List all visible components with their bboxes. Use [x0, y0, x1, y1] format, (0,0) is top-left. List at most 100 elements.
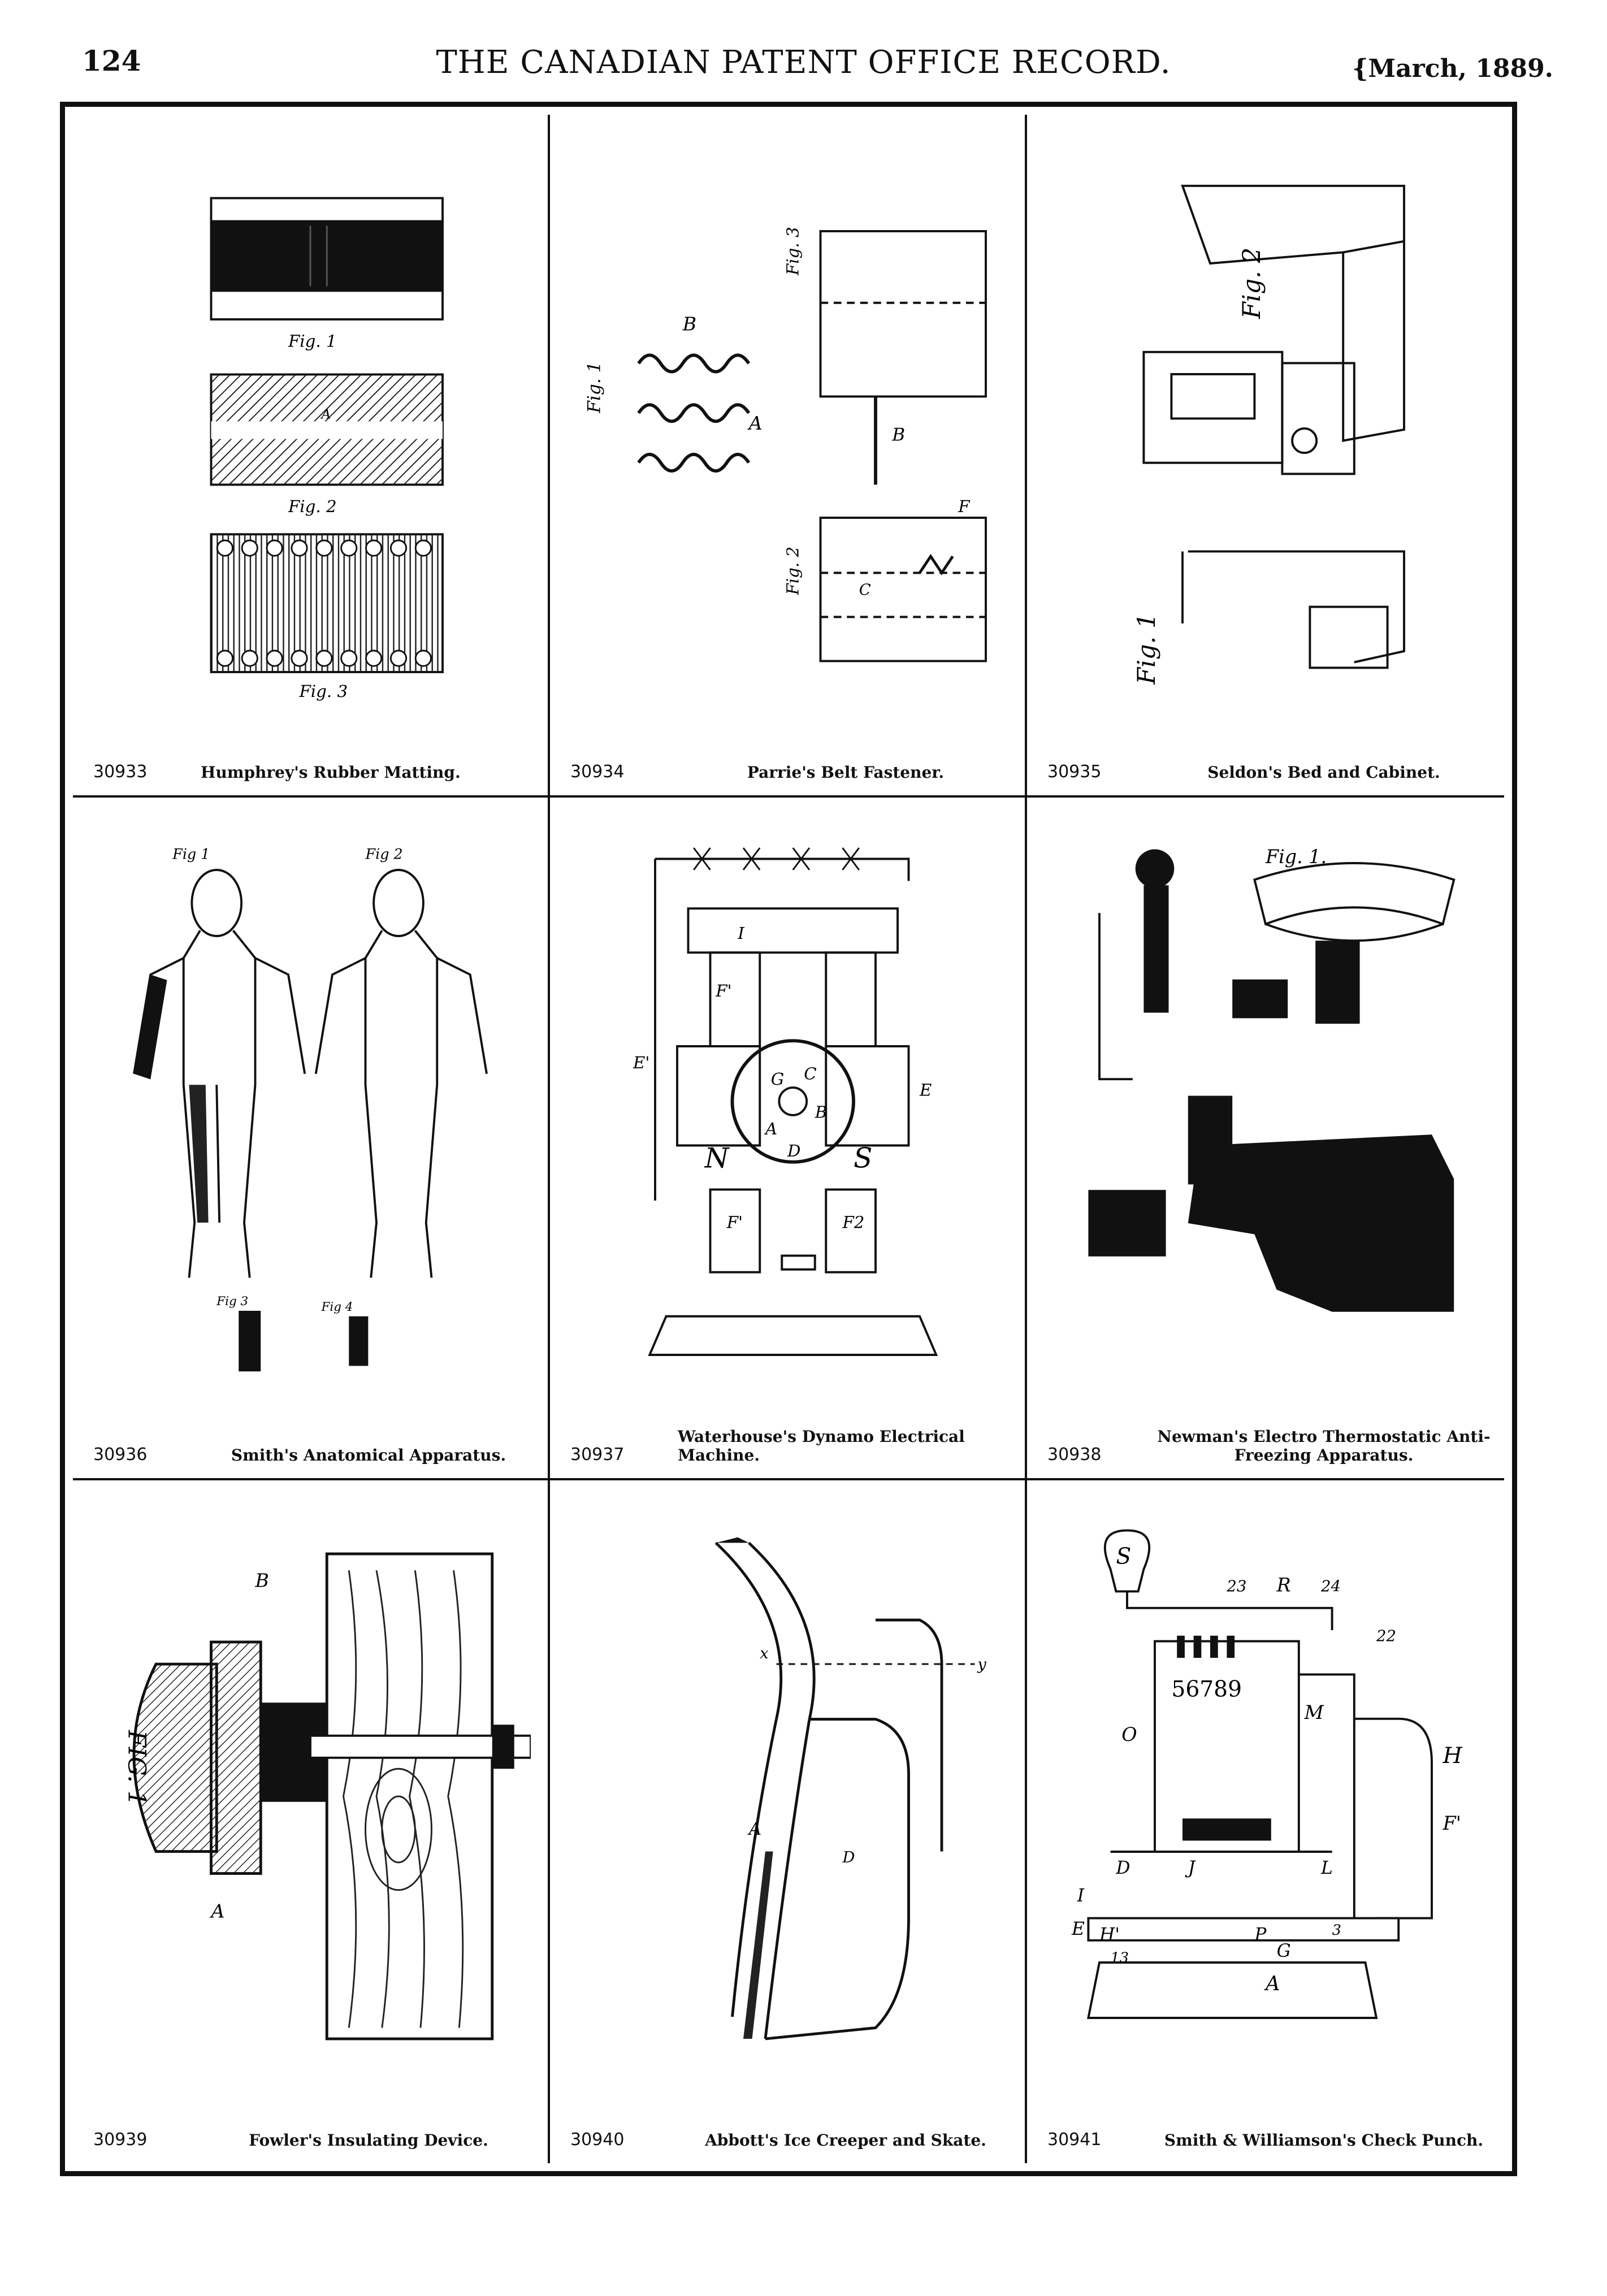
- patent-caption: 30933 Humphrey's Rubber Matting.: [93, 737, 536, 782]
- patent-plate-frame: Fig. 1 A Fig. 2 Fig. 3: [60, 102, 1517, 2176]
- patent-title: Fowler's Insulating Device.: [249, 2131, 488, 2150]
- patent-drawing-rubber-matting: Fig. 1 A Fig. 2 Fig. 3: [90, 132, 531, 727]
- fig-label: N: [704, 1143, 730, 1175]
- patent-caption: 30938 Newman's Electro Thermostatic Anti…: [1047, 1419, 1493, 1465]
- fig-label: Fig. 1: [584, 362, 605, 414]
- patent-caption: 30936 Smith's Anatomical Apparatus.: [93, 1419, 536, 1465]
- fig-label: E: [1071, 1919, 1085, 1939]
- patent-number: 30935: [1047, 762, 1102, 782]
- fig-label: L: [1320, 1858, 1333, 1878]
- fig-label: A: [764, 1119, 777, 1138]
- patent-drawing-thermostatic-apparatus: Fig. 1.: [1044, 815, 1487, 1410]
- fig-label: G: [1277, 1941, 1291, 1961]
- patent-number: 30936: [93, 1445, 148, 1465]
- fig-label: x: [760, 1645, 768, 1662]
- patent-caption: 30941 Smith & Williamson's Check Punch.: [1047, 2104, 1493, 2150]
- patent-cell: Fig. 2 Fig. 1 30935 Seldon's Bed and Cab…: [1027, 115, 1504, 798]
- fig-label: F': [726, 1213, 743, 1232]
- patent-title: Smith's Anatomical Apparatus.: [231, 1446, 506, 1465]
- patent-caption: 30939 Fowler's Insulating Device.: [93, 2104, 536, 2150]
- page-date: {March, 1889.: [1352, 54, 1553, 83]
- patent-cell: FIG. 1 B A 30939 Fowler's Insulating Dev…: [73, 1480, 550, 2163]
- fig-label: B: [815, 1103, 828, 1122]
- patent-number: 30940: [570, 2130, 625, 2150]
- fig-label: H': [1099, 1925, 1120, 1945]
- fig-label: B: [891, 424, 905, 445]
- patent-drawing-insulating-device: FIG. 1 B A: [90, 1497, 531, 2095]
- fig-label: J: [1185, 1858, 1197, 1878]
- patent-cell: Fig. 1 B A B Fig. 3 Fig. 2 F C: [550, 115, 1027, 798]
- fig-label: S: [854, 1143, 872, 1175]
- fig-label: D: [842, 1849, 855, 1866]
- fig-label: y: [976, 1656, 986, 1674]
- fig-label: F': [715, 981, 731, 1000]
- patent-caption: 30934 Parrie's Belt Fastener.: [570, 737, 1013, 782]
- patent-cell: Fig 1 Fig 2 Fig 3 Fig 4 30936 Smith's An…: [73, 798, 550, 1480]
- fig-label: Fig. 2: [1238, 248, 1266, 319]
- fig-label: A: [320, 406, 331, 422]
- patent-cell: S R 23 24 22 H F' O M 56789 D J I L E H': [1027, 1480, 1504, 2163]
- fig-label: FIG. 1: [122, 1730, 150, 1806]
- fig-label: 23: [1226, 1578, 1246, 1595]
- fig-label: B: [254, 1570, 268, 1592]
- page-title: THE CANADIAN PATENT OFFICE RECORD.: [436, 44, 1171, 81]
- fig-label: D: [1115, 1858, 1130, 1878]
- patent-number: 30937: [570, 1445, 625, 1465]
- patent-title: Humphrey's Rubber Matting.: [201, 763, 461, 782]
- fig-label: G: [771, 1069, 784, 1089]
- fig-label: Fig. 1: [1133, 613, 1161, 685]
- fig-label: Fig. 1.: [1265, 846, 1327, 868]
- fig-label: 24: [1320, 1578, 1341, 1595]
- patent-caption: 30937 Waterhouse's Dynamo Electrical Mac…: [570, 1419, 1013, 1465]
- patent-number: 30934: [570, 762, 625, 782]
- patent-title: Parrie's Belt Fastener.: [747, 763, 945, 782]
- patent-grid: Fig. 1 A Fig. 2 Fig. 3: [73, 115, 1504, 2163]
- patent-number: 30941: [1047, 2130, 1102, 2150]
- fig-label: F2: [842, 1213, 865, 1232]
- patent-title: Abbott's Ice Creeper and Skate.: [705, 2131, 986, 2150]
- fig-label: O: [1121, 1723, 1137, 1745]
- fig-label: 22: [1376, 1628, 1396, 1645]
- patent-cell: Fig. 1. 30938 Newman's Electro Thermosta…: [1027, 798, 1504, 1480]
- patent-caption: 30940 Abbott's Ice Creeper and Skate.: [570, 2104, 1013, 2150]
- fig-label: Fig. 3: [783, 227, 803, 276]
- patent-drawing-anatomical-apparatus: Fig 1 Fig 2 Fig 3 Fig 4: [90, 815, 531, 1410]
- fig-label: E': [633, 1053, 649, 1072]
- fig-label: D: [787, 1141, 800, 1160]
- patent-number: 30933: [93, 762, 148, 782]
- fig-label: Fig. 2: [783, 547, 803, 596]
- fig-label: Fig. 1: [288, 332, 337, 351]
- fig-label: I: [1077, 1886, 1085, 1906]
- fig-label: P: [1254, 1925, 1267, 1945]
- fig-label: F: [958, 497, 971, 516]
- patent-title: Smith & Williamson's Check Punch.: [1164, 2131, 1484, 2150]
- patent-caption: 30935 Seldon's Bed and Cabinet.: [1047, 737, 1493, 782]
- patent-drawing-bed-cabinet: Fig. 2 Fig. 1: [1044, 132, 1487, 727]
- patent-drawing-ice-creeper: A D x y: [567, 1497, 1008, 2095]
- page-number: 124: [82, 44, 141, 77]
- fig-label: M: [1304, 1701, 1324, 1723]
- fig-label: B: [682, 313, 696, 335]
- fig-label: Fig. 2: [288, 497, 337, 516]
- patent-number: 30938: [1047, 1445, 1102, 1465]
- fig-label: Fig 1: [172, 846, 210, 863]
- fig-label: A: [210, 1900, 225, 1922]
- fig-label: H: [1443, 1743, 1463, 1769]
- fig-label: S: [1116, 1544, 1131, 1569]
- fig-label: Fig. 3: [299, 682, 348, 701]
- patent-cell: A D x y 30940 Abbott's Ice Creeper and S…: [550, 1480, 1027, 2163]
- fig-label: A: [747, 412, 763, 434]
- fig-label: 56789: [1171, 1677, 1242, 1702]
- fig-label: Fig 4: [321, 1300, 353, 1314]
- fig-label: A: [747, 1819, 762, 1839]
- fig-label: A: [1264, 1972, 1280, 1995]
- patent-drawing-dynamo: I F' E' E G C B A D N S F' F2: [567, 815, 1008, 1410]
- fig-label: Fig 3: [216, 1294, 248, 1309]
- fig-label: Fig 2: [365, 846, 403, 863]
- fig-label: F': [1443, 1812, 1461, 1834]
- fig-label: R: [1276, 1574, 1291, 1596]
- fig-label: E: [919, 1081, 932, 1100]
- patent-number: 30939: [93, 2130, 148, 2150]
- patent-title: Waterhouse's Dynamo Electrical Machine.: [678, 1427, 965, 1465]
- patent-drawing-belt-fastener: Fig. 1 B A B Fig. 3 Fig. 2 F C: [567, 132, 1008, 727]
